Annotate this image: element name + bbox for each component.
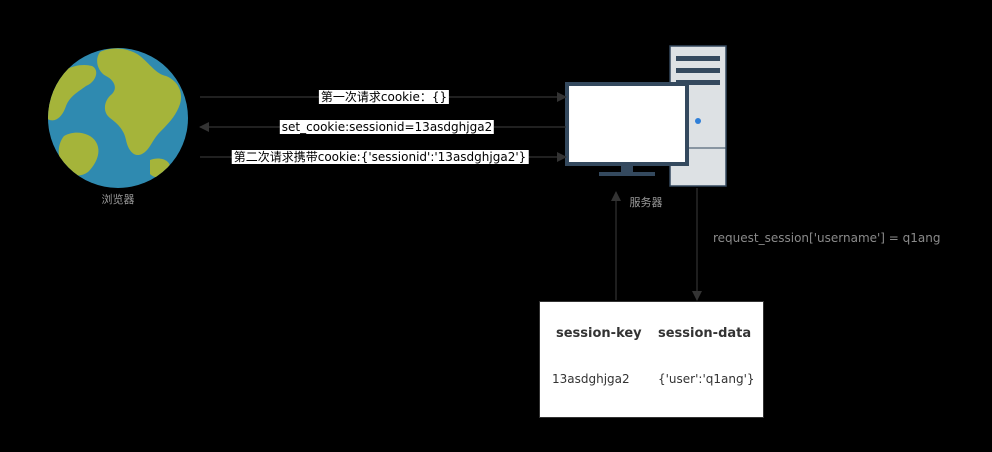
cell-session-key: 13asdghjga2 [552, 372, 630, 386]
server-to-store-note: request_session['username'] = q1ang [713, 231, 941, 245]
server-label: 服务器 [629, 196, 663, 209]
header-session-key: session-key [556, 326, 642, 341]
message-set-cookie: set_cookie:sessionid=13asdghjga2 [279, 120, 495, 134]
cell-session-data: {'user':'q1ang'} [658, 372, 755, 386]
globe-icon [48, 48, 188, 188]
power-led-icon [695, 118, 701, 124]
browser-label: 浏览器 [101, 193, 135, 206]
session-store-table: session-key session-data 13asdghjga2 {'u… [539, 301, 764, 418]
header-session-data: session-data [658, 326, 752, 341]
monitor-icon [565, 82, 689, 176]
message-request-1: 第一次请求cookie：{} [318, 90, 450, 104]
message-request-2: 第二次请求携带cookie:{'sessionid':'13asdghjga2'… [231, 150, 529, 164]
